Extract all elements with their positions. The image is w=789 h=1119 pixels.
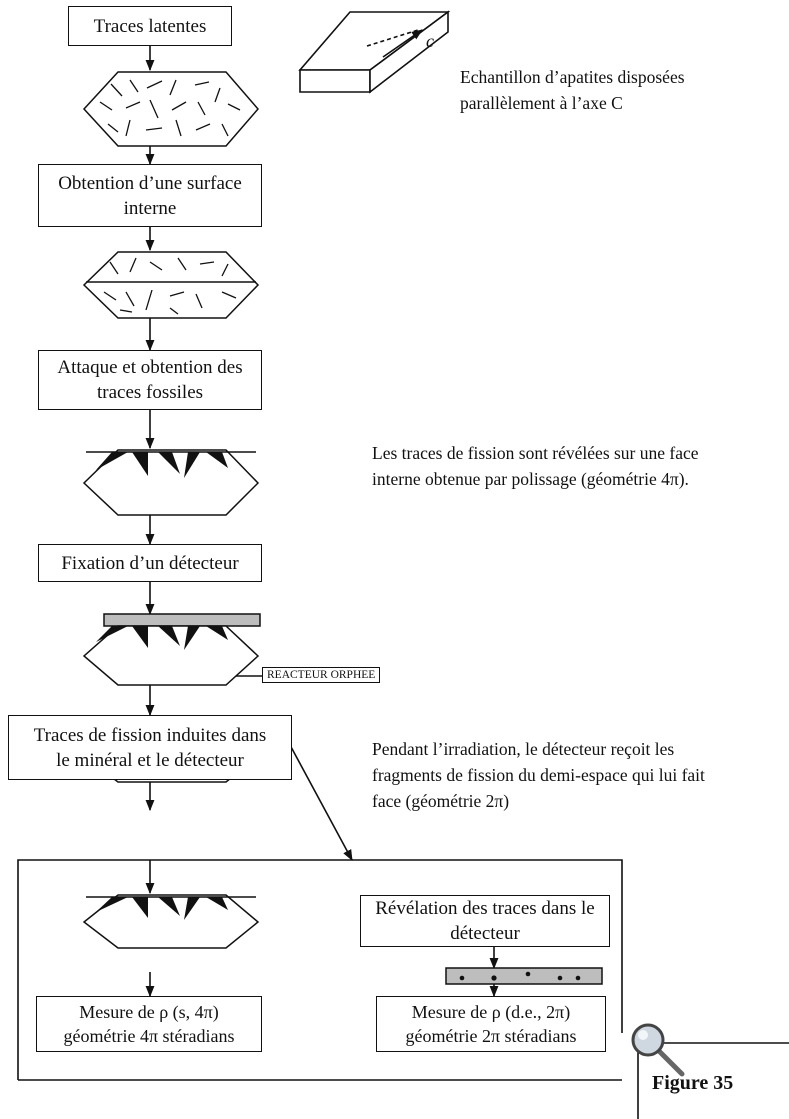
step-measure-spontaneous-line1: Mesure de ρ (s, 4π) — [79, 1002, 219, 1022]
step-detector-revelation: Révélation des traces dans le détecteur — [360, 895, 610, 947]
crystal-with-detector — [82, 613, 261, 686]
step-internal-surface: Obtention d’une surface interne — [38, 164, 262, 227]
step-detector-attachment: Fixation d’un détecteur — [38, 544, 262, 582]
crystal-fossil-traces — [82, 449, 260, 516]
step-measure-spontaneous: Mesure de ρ (s, 4π) géométrie 4π stéradi… — [36, 996, 262, 1052]
step-internal-surface-line2: interne — [123, 197, 177, 219]
lower-frame — [17, 859, 623, 1081]
figure-label: Figure 35 — [652, 1072, 734, 1094]
axis-c-label: c — [426, 31, 434, 51]
step-induced-traces: Traces de fission induites dans le minér… — [8, 715, 292, 780]
step-induced-traces-line2: le minéral et le détecteur — [56, 749, 244, 771]
step-induced-traces-line1: Traces de fission induites dans — [33, 724, 267, 746]
step-measure-detector: Mesure de ρ (d.e., 2π) géométrie 2π stér… — [376, 996, 606, 1052]
step-measure-spontaneous-line2: géométrie 4π stéradians — [63, 1026, 235, 1046]
crystal-internal-surface — [82, 251, 260, 319]
step-internal-surface-line1: Obtention d’une surface — [58, 172, 242, 194]
crystal-latent-traces — [82, 71, 259, 147]
step-etching-line2: traces fossiles — [96, 382, 204, 403]
note-irradiation: Pendant l’irradiation, le détecteur reço… — [372, 739, 705, 811]
step-latent-traces: Traces latentes — [68, 6, 232, 46]
step-etching: Attaque et obtention des traces fossiles — [38, 350, 262, 410]
step-detector-revelation-line1: Révélation des traces dans le — [375, 898, 595, 919]
step-measure-detector-line1: Mesure de ρ (d.e., 2π) — [411, 1002, 571, 1022]
etched-detector-strip — [445, 967, 603, 985]
step-measure-detector-line2: géométrie 2π stéradians — [405, 1026, 577, 1046]
step-detector-revelation-line2: détecteur — [450, 923, 520, 944]
step-detector-attachment-label: Fixation d’un détecteur — [61, 552, 239, 574]
note-sample: Echantillon d’apatites disposées parallè… — [460, 67, 685, 113]
magnifier-icon — [631, 1023, 685, 1077]
step-etching-line1: Attaque et obtention des — [57, 357, 243, 378]
step-latent-traces-label: Traces latentes — [93, 15, 207, 37]
reactor-label: REACTEUR ORPHEE — [262, 667, 381, 683]
sample-slab — [298, 10, 451, 94]
crystal-mineral-surface — [82, 894, 260, 949]
note-fission-traces: Les traces de fission sont révélées sur … — [372, 443, 699, 489]
